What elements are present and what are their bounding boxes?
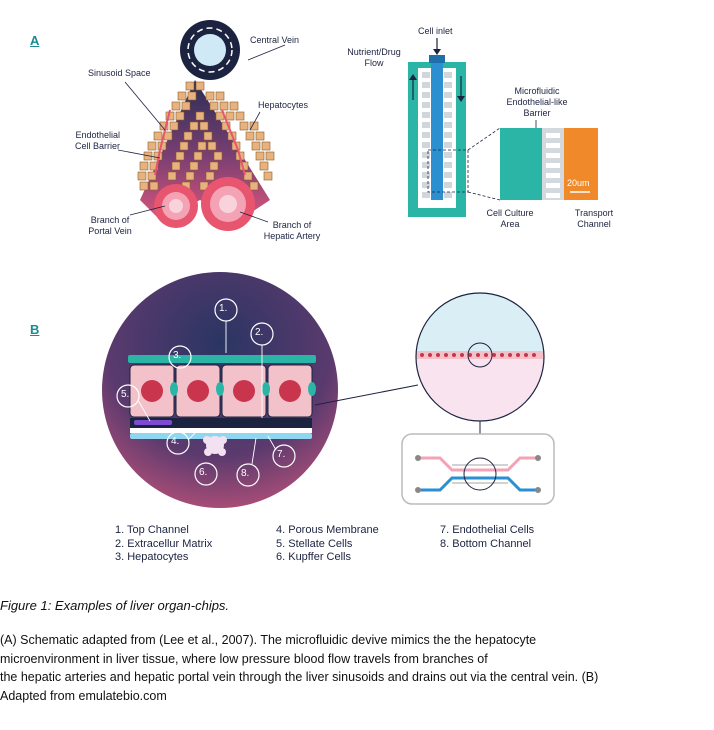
figure-caption-body: (A) Schematic adapted from (Lee et al., … xyxy=(0,631,712,705)
marker-5: 5. xyxy=(121,389,130,400)
legend-column-3: 7. Endothelial Cells 8. Bottom Channel xyxy=(440,524,534,551)
chip-zoom-circle xyxy=(415,292,545,422)
caption-line: the hepatic arteries and hepatic portal … xyxy=(0,670,599,684)
scale-bar-label: 20um xyxy=(567,178,590,188)
legend-item: 5. Stellate Cells xyxy=(276,537,353,550)
legend-item: 7. Endothelial Cells xyxy=(440,524,535,536)
legend-item: 6. Kupffer Cells xyxy=(276,551,352,563)
hepatocyte-row xyxy=(129,364,316,418)
hepatic-artery-branch xyxy=(201,177,255,231)
legend-item: 4. Porous Membrane xyxy=(276,524,379,536)
label-culture-line2: Area xyxy=(500,219,520,229)
portal-vein-branch xyxy=(154,184,198,228)
label-nutrient-line2: Flow xyxy=(364,58,384,68)
chip-device xyxy=(401,433,555,505)
label-nutrient-line1: Nutrient/Drug xyxy=(347,47,401,57)
hepatocyte-cells xyxy=(137,81,275,191)
label-central-vein: Central Vein xyxy=(250,35,300,45)
label-artery-line1: Branch of xyxy=(272,220,312,230)
caption-line: Adapted from emulatebio.com xyxy=(0,688,167,703)
marker-4: 4. xyxy=(171,436,180,447)
panel-b-letter: B xyxy=(30,322,40,337)
label-transport-channel: Transport Channel xyxy=(562,208,626,230)
legend-column-2: 4. Porous Membrane 5. Stellate Cells 6. … xyxy=(276,524,379,565)
legend-item: 1. Top Channel xyxy=(115,524,189,536)
label-endothelial-barrier: Endothelial Cell Barrier xyxy=(50,130,120,152)
label-portal-vein: Branch of Portal Vein xyxy=(75,215,145,237)
label-artery-line2: Hepatic Artery xyxy=(263,231,321,241)
organ-chip-cross-section xyxy=(102,272,338,508)
label-portal-line2: Portal Vein xyxy=(88,226,132,236)
label-transport-line2: Channel xyxy=(577,219,611,229)
label-nutrient-flow: Nutrient/Drug Flow xyxy=(335,47,413,69)
microfluidic-device xyxy=(408,38,598,217)
label-barrier-line3: Barrier xyxy=(523,108,551,118)
marker-6: 6. xyxy=(199,467,208,478)
central-vein xyxy=(180,20,240,80)
marker-8: 8. xyxy=(241,468,250,479)
legend-item: 8. Bottom Channel xyxy=(440,537,532,550)
label-barrier-line2: Endothelial-like xyxy=(506,97,568,107)
label-portal-line1: Branch of xyxy=(90,215,130,225)
label-hepatocytes: Hepatocytes xyxy=(258,100,309,110)
label-sinusoid-space: Sinusoid Space xyxy=(88,68,151,78)
legend-column-1: 1. Top Channel 2. Extracellur Matrix 3. … xyxy=(115,524,212,565)
marker-3: 3. xyxy=(173,350,182,361)
label-cell-inlet: Cell inlet xyxy=(418,26,453,36)
caption-line: (A) Schematic adapted from (Lee et al., … xyxy=(0,633,537,647)
label-hepatic-artery: Branch of Hepatic Artery xyxy=(252,220,332,242)
marker-2: 2. xyxy=(255,327,264,338)
legend-item: 3. Hepatocytes xyxy=(115,551,189,563)
marker-1: 1. xyxy=(219,303,228,314)
kupffer-cell xyxy=(203,436,227,456)
panel-a-letter: A xyxy=(30,33,40,48)
label-endothelial-line2: Cell Barrier xyxy=(74,141,120,151)
caption-line: microenvironment in liver tissue, where … xyxy=(0,651,488,666)
figure-caption-title: Figure 1: Examples of liver organ-chips. xyxy=(0,598,230,613)
label-cell-culture-area: Cell Culture Area xyxy=(478,208,542,230)
label-endothelial-like-barrier: Microfluidic Endothelial-like Barrier xyxy=(495,86,579,119)
label-transport-line1: Transport xyxy=(574,208,614,218)
legend-item: 2. Extracellur Matrix xyxy=(115,537,213,550)
label-barrier-line1: Microfluidic xyxy=(514,86,560,96)
marker-7: 7. xyxy=(277,449,286,460)
label-endothelial-line1: Endothelial xyxy=(75,130,120,140)
label-culture-line1: Cell Culture xyxy=(486,208,534,218)
